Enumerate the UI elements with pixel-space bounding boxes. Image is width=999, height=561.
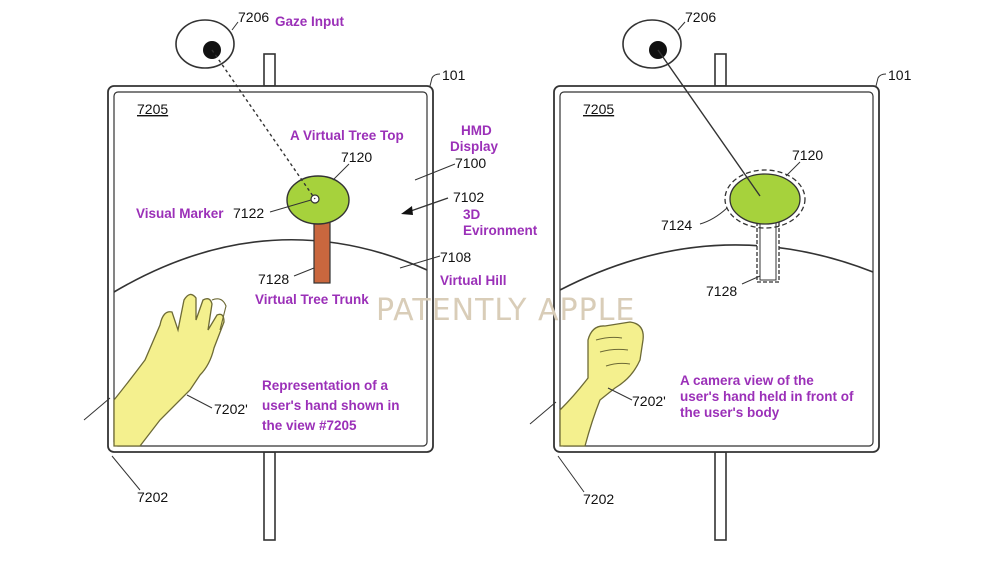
right-leader-7128 [741,275,761,285]
env-label-line1: 3D [463,207,481,222]
gaze-input-label: Gaze Input [275,14,345,29]
right-top-post [714,53,727,87]
left-display-inner [113,91,428,447]
right-caption-line2: user's hand held in front of [680,389,854,404]
left-leader-7120 [332,163,350,181]
left-leader-7100 [414,163,456,181]
right-hand-ref: 7202' [632,393,666,409]
left-leader-7128 [293,267,315,277]
right-trunk-ref: 7128 [706,283,737,299]
left-arrow-7102 [401,206,413,215]
right-tree-top-ref: 7120 [792,147,823,163]
left-leader-101 [429,73,441,87]
right-outline-ref: 7124 [661,217,692,233]
left-env-ref: 7102 [453,189,484,205]
hmd-label-line2: Display [450,139,499,154]
right-caption-line3: the user's body [680,405,780,420]
left-tree-trunk [313,219,331,284]
right-leader-7124 [699,207,728,225]
right-virtual-hill [559,244,874,291]
visual-marker-label: Visual Marker [136,206,224,221]
right-caption-line1: A camera view of the [680,373,814,388]
left-device-ref: 101 [442,67,466,83]
right-display-inner [559,91,874,447]
right-tree-trunk [759,221,777,281]
left-view-ref: 7205 [137,101,168,117]
right-leader-101 [875,73,887,87]
left-panel: 7206 101 7205 7120 7100 7102 7122 7108 7… [83,9,538,541]
right-eye-ref: 7206 [685,9,716,25]
right-base-ref: 7202 [583,491,614,507]
right-leader-7206 [677,21,686,31]
right-gaze-line [657,49,761,197]
right-tree-top-outline [724,169,806,229]
left-virtual-hill [113,238,428,293]
virtual-hill-label: Virtual Hill [440,273,507,288]
right-tree-top [729,173,801,225]
watermark-text: PATENTLY APPLE [376,293,635,328]
right-bottom-post [714,451,727,541]
right-wrist-line [529,401,557,425]
tree-trunk-label: Virtual Tree Trunk [255,292,369,307]
right-device-ref: 101 [888,67,912,83]
right-panel: 7206 101 7205 7120 7124 7128 7202' 7202 … [529,9,912,541]
left-hmd-ref: 7100 [455,155,486,171]
left-eye-ref: 7206 [238,9,269,25]
left-marker-ref: 7122 [233,205,264,221]
right-hand-knuckles [595,336,631,367]
left-hand-ref: 7202' [214,401,248,417]
left-caption-line1: Representation of a [262,378,389,393]
left-hand-representation [113,293,225,447]
right-view-ref: 7205 [583,101,614,117]
right-leader-7120 [785,161,801,177]
left-leader-7202-prime [186,394,213,409]
left-tree-top-ref: 7120 [341,149,372,165]
right-hand-camera-view [559,321,644,447]
left-trunk-ref: 7128 [258,271,289,287]
left-leader-7202 [111,455,141,491]
left-leader-7122 [269,199,312,213]
left-caption-line2: user's hand shown in [262,398,399,413]
left-wrist-line [83,397,111,421]
tree-top-label: A Virtual Tree Top [290,128,404,143]
left-leader-7108 [399,255,441,269]
right-leader-7202 [557,455,585,493]
left-gaze-line [211,49,316,200]
left-leader-7206 [231,21,239,31]
hmd-label-line1: HMD [461,123,492,138]
left-eye-icon [175,19,235,69]
left-top-post [263,53,276,87]
left-base-ref: 7202 [137,489,168,505]
right-leader-7202-prime [607,387,633,401]
left-hill-ref: 7108 [440,249,471,265]
left-bottom-post [263,451,276,541]
left-hand-finger-outline [211,298,227,331]
right-eye-icon [622,19,682,69]
left-caption-line3: the view #7205 [262,418,357,433]
env-label-line2: Evironment [463,223,538,238]
